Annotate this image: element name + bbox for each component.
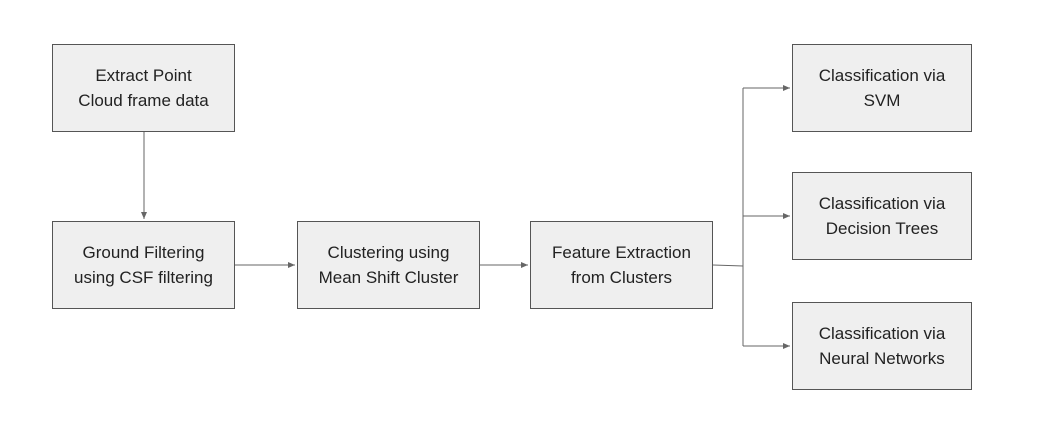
node-label: Classification via Neural Networks <box>818 324 946 368</box>
node-classification-svm: Classification via SVM <box>792 44 972 132</box>
node-feature-extraction: Feature Extraction from Clusters <box>530 221 713 309</box>
node-label: Feature Extraction from Clusters <box>552 243 691 287</box>
node-classification-decision-trees: Classification via Decision Trees <box>792 172 972 260</box>
node-label: Classification via SVM <box>818 66 946 110</box>
node-classification-neural-networks: Classification via Neural Networks <box>792 302 972 390</box>
node-label: Ground Filtering using CSF filtering <box>74 243 213 287</box>
node-label: Classification via Decision Trees <box>818 194 946 238</box>
node-extract-point-cloud: Extract Point Cloud frame data <box>52 44 235 132</box>
arrow-feature-to-branch <box>712 88 744 267</box>
node-ground-filtering: Ground Filtering using CSF filtering <box>52 221 235 309</box>
node-mean-shift-clustering: Clustering using Mean Shift Cluster <box>297 221 480 309</box>
node-label: Extract Point Cloud frame data <box>78 66 209 110</box>
node-label: Clustering using Mean Shift Cluster <box>318 243 459 287</box>
